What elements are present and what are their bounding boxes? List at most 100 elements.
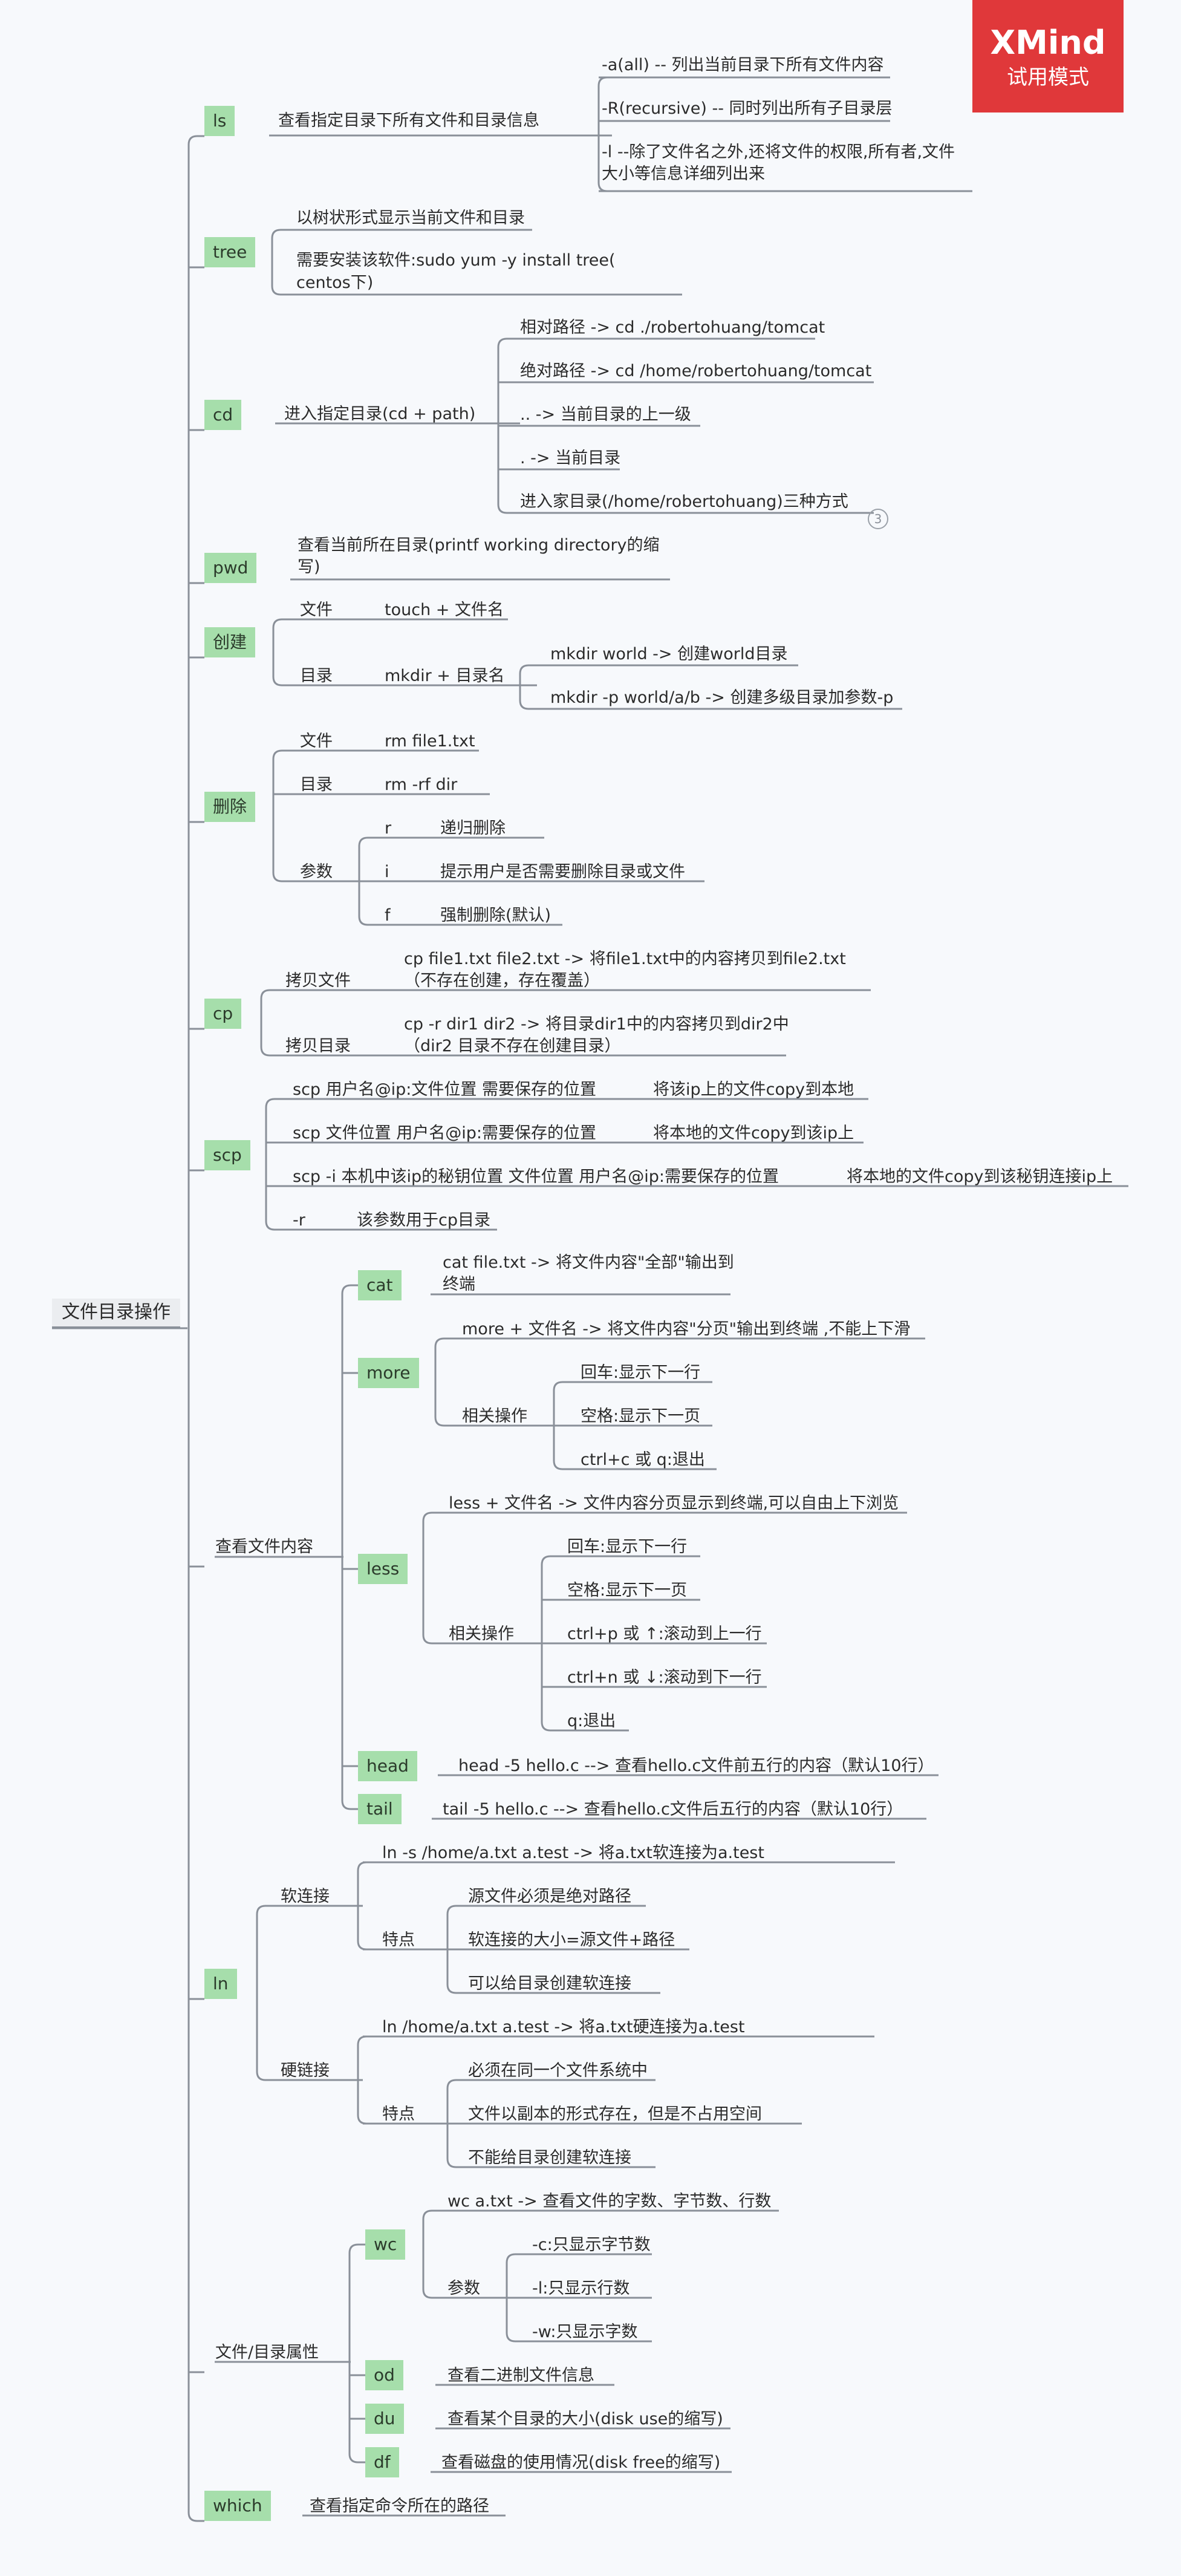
collapsed-count-badge[interactable]: 3: [868, 509, 888, 529]
less-ops-label[interactable]: 相关操作: [449, 1625, 514, 1643]
root-topic[interactable]: 文件目录操作: [52, 1299, 180, 1328]
ln-soft-feat-1[interactable]: 源文件必须是绝对路径: [468, 1887, 631, 1906]
cd-current[interactable]: . -> 当前目录: [520, 449, 621, 468]
ln-soft-label[interactable]: 软连接: [281, 1887, 330, 1906]
less-desc[interactable]: less + 文件名 -> 文件内容分页显示到终端,可以自由上下浏览: [449, 1494, 899, 1513]
od-desc[interactable]: 查看二进制文件信息: [447, 2366, 594, 2385]
create-mkdir[interactable]: mkdir + 目录名: [385, 667, 505, 685]
delete-param-r[interactable]: r: [385, 819, 392, 838]
delete-param-i[interactable]: i: [385, 862, 389, 881]
ln-soft-cmd[interactable]: ln -s /home/a.txt a.test -> 将a.txt软连接为a.…: [382, 1844, 764, 1862]
create-touch[interactable]: touch + 文件名: [385, 601, 504, 619]
ls-opt-r[interactable]: -R(recursive) -- 同时列出所有子目录层: [602, 99, 893, 118]
more-desc[interactable]: more + 文件名 -> 将文件内容"分页"输出到终端 ,不能上下滑: [462, 1320, 911, 1339]
tree-desc[interactable]: 以树状形式显示当前文件和目录: [296, 209, 525, 227]
topic-wc[interactable]: wc: [365, 2229, 406, 2260]
ln-hard-cmd[interactable]: ln /home/a.txt a.test -> 将a.txt硬连接为a.tes…: [382, 2018, 745, 2036]
ln-hard-label[interactable]: 硬链接: [281, 2061, 330, 2080]
less-op-space[interactable]: 空格:显示下一页: [567, 1581, 688, 1600]
ln-soft-feat-2[interactable]: 软连接的大小=源文件+路径: [468, 1931, 675, 1949]
delete-param-label[interactable]: 参数: [300, 862, 333, 881]
less-op-up[interactable]: ctrl+p 或 ↑:滚动到上一行: [567, 1625, 762, 1643]
topic-head[interactable]: head: [358, 1751, 417, 1781]
topic-tree[interactable]: tree: [204, 237, 256, 267]
cp-file-label[interactable]: 拷贝文件: [285, 971, 351, 990]
more-op-space[interactable]: 空格:显示下一页: [581, 1407, 701, 1426]
pwd-desc-line2[interactable]: 写): [298, 558, 320, 576]
cd-home[interactable]: 进入家目录(/home/robertohuang)三种方式: [520, 492, 848, 511]
pwd-desc-line1[interactable]: 查看当前所在目录(printf working directory的缩: [298, 536, 660, 555]
wc-param-w[interactable]: -w:只显示字数: [532, 2323, 638, 2341]
scp-cmd3[interactable]: scp -i 本机中该ip的秘钥位置 文件位置 用户名@ip:需要保存的位置: [293, 1167, 779, 1186]
ls-opt-a[interactable]: -a(all) -- 列出当前目录下所有文件内容: [602, 56, 884, 74]
topic-tail[interactable]: tail: [358, 1794, 402, 1824]
head-desc[interactable]: head -5 hello.c --> 查看hello.c文件前五行的内容（默认…: [458, 1756, 934, 1775]
cd-parent[interactable]: .. -> 当前目录的上一级: [520, 405, 691, 424]
topic-ln[interactable]: ln: [204, 1969, 237, 1999]
tree-install-line2[interactable]: centos下): [296, 273, 374, 292]
topic-pwd[interactable]: pwd: [204, 553, 257, 583]
topic-du[interactable]: du: [365, 2404, 404, 2434]
delete-file-label[interactable]: 文件: [300, 732, 333, 751]
cat-desc-line2[interactable]: 终端: [443, 1275, 475, 1294]
create-dir-label[interactable]: 目录: [300, 667, 333, 685]
scp-cmd1-desc[interactable]: 将该ip上的文件copy到本地: [653, 1080, 854, 1099]
mkdir-single[interactable]: mkdir world -> 创建world目录: [550, 645, 788, 664]
more-op-enter[interactable]: 回车:显示下一行: [581, 1363, 701, 1382]
ln-soft-feat-3[interactable]: 可以给目录创建软连接: [468, 1974, 631, 1993]
delete-rmfile[interactable]: rm file1.txt: [385, 732, 475, 751]
more-ops-label[interactable]: 相关操作: [462, 1407, 527, 1426]
view-content-label[interactable]: 查看文件内容: [215, 1537, 313, 1556]
wc-param-label[interactable]: 参数: [447, 2279, 480, 2298]
ls-opt-l-line2[interactable]: 大小等信息详细列出来: [602, 165, 765, 183]
topic-df[interactable]: df: [365, 2447, 399, 2477]
more-op-quit[interactable]: ctrl+c 或 q:退出: [581, 1450, 705, 1469]
create-file-label[interactable]: 文件: [300, 601, 333, 619]
cd-absolute[interactable]: 绝对路径 -> cd /home/robertohuang/tomcat: [520, 362, 872, 380]
cp-file-cmd-line1[interactable]: cp file1.txt file2.txt -> 将file1.txt中的内容…: [404, 950, 846, 968]
topic-create[interactable]: 创建: [204, 627, 256, 657]
which-desc[interactable]: 查看指定命令所在的路径: [310, 2497, 489, 2516]
ln-hard-feat-3[interactable]: 不能给目录创建软连接: [468, 2148, 631, 2167]
cat-desc-line1[interactable]: cat file.txt -> 将文件内容"全部"输出到: [443, 1253, 734, 1272]
cp-dir-label[interactable]: 拷贝目录: [285, 1037, 351, 1055]
scp-opt-r-desc[interactable]: 该参数用于cp目录: [357, 1211, 490, 1230]
ls-desc[interactable]: 查看指定目录下所有文件和目录信息: [278, 111, 539, 130]
scp-cmd3-desc[interactable]: 将本地的文件copy到该秘钥连接ip上: [847, 1167, 1113, 1186]
wc-param-c[interactable]: -c:只显示字节数: [532, 2235, 651, 2254]
topic-which[interactable]: which: [204, 2491, 271, 2521]
topic-more[interactable]: more: [358, 1358, 419, 1388]
topic-cd[interactable]: cd: [204, 400, 242, 430]
delete-param-f[interactable]: f: [385, 906, 391, 925]
topic-less[interactable]: less: [358, 1554, 408, 1584]
topic-cat[interactable]: cat: [358, 1270, 402, 1300]
tail-desc[interactable]: tail -5 hello.c --> 查看hello.c文件后五行的内容（默认…: [443, 1800, 903, 1819]
ln-hard-feat-label[interactable]: 特点: [382, 2105, 415, 2124]
less-op-down[interactable]: ctrl+n 或 ↓:滚动到下一行: [567, 1668, 762, 1687]
delete-param-r-desc[interactable]: 递归删除: [440, 819, 506, 838]
topic-ls[interactable]: ls: [204, 106, 235, 136]
tree-install-line1[interactable]: 需要安装该软件:sudo yum -y install tree(: [296, 251, 616, 270]
topic-scp[interactable]: scp: [204, 1140, 250, 1170]
cd-desc[interactable]: 进入指定目录(cd + path): [284, 405, 476, 423]
cp-dir-cmd-line1[interactable]: cp -r dir1 dir2 -> 将目录dir1中的内容拷贝到dir2中: [404, 1015, 789, 1034]
delete-param-f-desc[interactable]: 强制删除(默认): [440, 906, 551, 925]
cp-file-cmd-line2[interactable]: （不存在创建，存在覆盖）: [404, 971, 600, 990]
du-desc[interactable]: 查看某个目录的大小(disk use的缩写): [447, 2410, 723, 2428]
topic-od[interactable]: od: [365, 2360, 403, 2390]
topic-delete[interactable]: 删除: [204, 792, 256, 822]
scp-cmd2-desc[interactable]: 将本地的文件copy到该ip上: [653, 1124, 854, 1143]
topic-cp[interactable]: cp: [204, 999, 242, 1029]
ln-soft-feat-label[interactable]: 特点: [382, 1931, 415, 1949]
cp-dir-cmd-line2[interactable]: （dir2 目录不存在创建目录）: [404, 1037, 621, 1055]
mkdir-multi[interactable]: mkdir -p world/a/b -> 创建多级目录加参数-p: [550, 688, 894, 707]
scp-opt-r[interactable]: -r: [293, 1211, 305, 1230]
attr-label[interactable]: 文件/目录属性: [215, 2343, 319, 2362]
delete-dir-label[interactable]: 目录: [300, 775, 333, 794]
delete-rmdir[interactable]: rm -rf dir: [385, 775, 458, 794]
ln-hard-feat-2[interactable]: 文件以副本的形式存在，但是不占用空间: [468, 2105, 762, 2124]
scp-cmd2[interactable]: scp 文件位置 用户名@ip:需要保存的位置: [293, 1124, 596, 1143]
df-desc[interactable]: 查看磁盘的使用情况(disk free的缩写): [441, 2453, 721, 2472]
less-op-enter[interactable]: 回车:显示下一行: [567, 1537, 688, 1556]
delete-param-i-desc[interactable]: 提示用户是否需要删除目录或文件: [440, 862, 685, 881]
